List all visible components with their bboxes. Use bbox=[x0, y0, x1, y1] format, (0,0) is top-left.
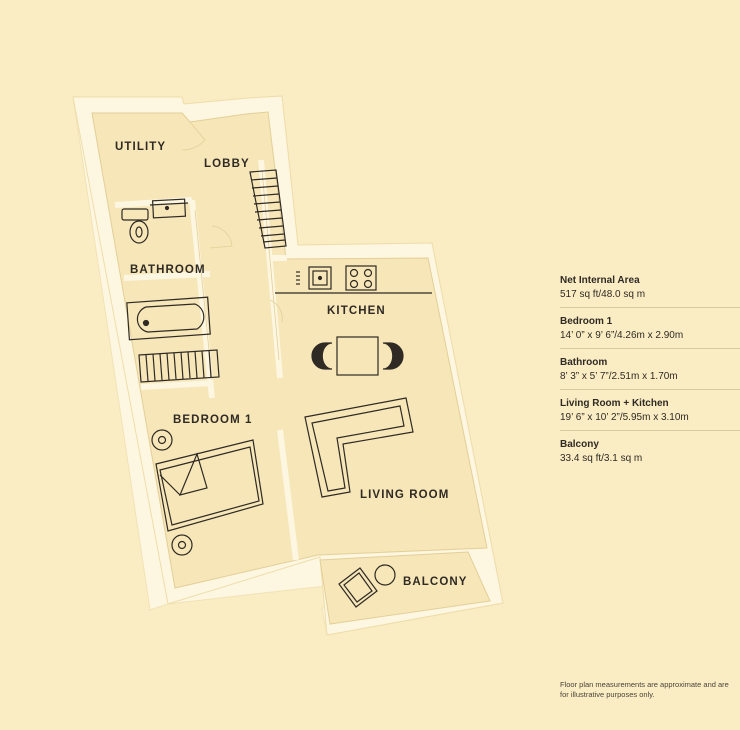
bed-icon bbox=[155, 439, 264, 532]
basin-icon bbox=[149, 198, 189, 219]
legend-value: 33.4 sq ft/3.1 sq m bbox=[560, 453, 643, 464]
sink-icon bbox=[296, 266, 332, 290]
dining-table-icon bbox=[311, 336, 404, 376]
legend-row-balcony: Balcony 33.4 sq ft/3.1 sq m bbox=[560, 436, 740, 471]
legend-row-living-kitchen: Living Room + Kitchen 19’ 6” x 10’ 2”/5.… bbox=[560, 395, 740, 431]
disclaimer-note: Floor plan measurements are approximate … bbox=[560, 680, 729, 699]
legend-value: 8’ 3” x 5’ 7”/2.51m x 1.70m bbox=[560, 371, 678, 382]
legend-title: Living Room + Kitchen bbox=[560, 398, 669, 409]
legend-row-bedroom: Bedroom 1 14’ 0” x 9’ 6”/4.26m x 2.90m bbox=[560, 313, 740, 349]
wardrobe-icon bbox=[138, 349, 220, 383]
door-swings bbox=[181, 121, 283, 323]
room-label-kitchen: KITCHEN bbox=[327, 305, 386, 317]
room-label-bedroom: BEDROOM 1 bbox=[173, 414, 253, 426]
bedside-lamp-icon bbox=[151, 429, 193, 556]
legend-value: 14’ 0” x 9’ 6”/4.26m x 2.90m bbox=[560, 330, 684, 341]
legend-title: Bathroom bbox=[560, 357, 608, 368]
legend-value: 19’ 6” x 10’ 2”/5.95m x 3.10m bbox=[560, 412, 689, 423]
room-label-utility: UTILITY bbox=[115, 141, 166, 153]
legend-title: Balcony bbox=[560, 439, 599, 450]
room-label-living: LIVING ROOM bbox=[360, 489, 449, 501]
legend-value: 517 sq ft/48.0 sq m bbox=[560, 289, 646, 300]
legend-row-net-area: Net Internal Area 517 sq ft/48.0 sq m bbox=[560, 272, 740, 308]
room-label-bathroom: BATHROOM bbox=[130, 264, 206, 276]
balcony-floor bbox=[319, 551, 491, 625]
area-legend: Net Internal Area 517 sq ft/48.0 sq m Be… bbox=[560, 272, 740, 476]
legend-title: Bedroom 1 bbox=[560, 316, 613, 327]
room-label-lobby: LOBBY bbox=[204, 158, 250, 170]
hob-icon bbox=[345, 265, 377, 291]
room-label-balcony: BALCONY bbox=[403, 576, 468, 588]
bathtub-icon bbox=[126, 296, 211, 341]
toilet-icon bbox=[121, 208, 149, 244]
balcony-chair-icon bbox=[338, 564, 396, 608]
legend-title: Net Internal Area bbox=[560, 275, 640, 286]
sofa-icon bbox=[304, 397, 414, 498]
legend-row-bathroom: Bathroom 8’ 3” x 5’ 7”/2.51m x 1.70m bbox=[560, 354, 740, 390]
lobby-storage-icon bbox=[249, 169, 287, 249]
